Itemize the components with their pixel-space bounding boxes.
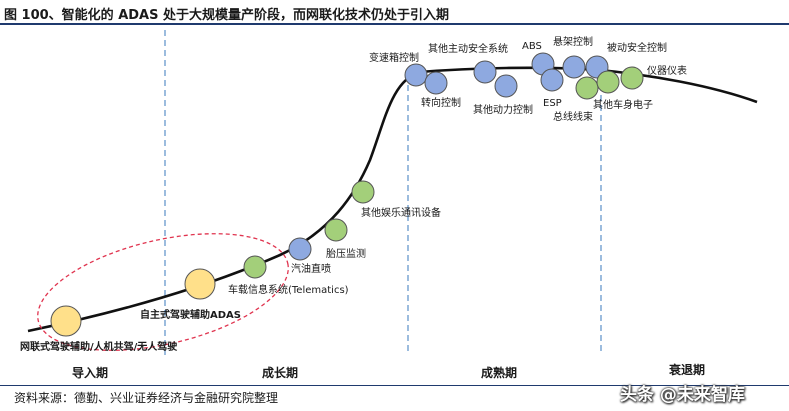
node-label: 汽油直喷: [291, 262, 331, 275]
node-adas: [184, 268, 216, 300]
node-steering: [424, 71, 448, 95]
phase-label-decline: 衰退期: [668, 362, 705, 377]
source-rule: [0, 385, 789, 386]
node-label: 胎压监测: [326, 247, 366, 260]
node-infotainment: [351, 180, 375, 204]
node-label: 变速箱控制: [369, 51, 419, 64]
node-telematics: [243, 255, 267, 279]
node-bus-harness: [575, 76, 599, 100]
node-label: 其他主动安全系统: [428, 42, 508, 55]
node-label: 被动安全控制: [607, 41, 667, 54]
node-label: 转向控制: [421, 96, 461, 109]
node-body-electronics: [596, 70, 620, 94]
figure-title: 图 100、智能化的 ADAS 处于大规模量产阶段，而网联化技术仍处于引入期: [4, 8, 449, 23]
highlight-ellipse: [37, 233, 289, 351]
phase-label-intro: 导入期: [72, 365, 108, 380]
title-rule: [0, 23, 789, 25]
node-suspension: [562, 55, 586, 79]
node-label: 其他车身电子: [593, 98, 653, 111]
node-label: 其他动力控制: [473, 103, 533, 116]
node-networked-driving: [50, 305, 82, 337]
node-powertrain: [494, 74, 518, 98]
source-note: 资料来源：德勤、兴业证券经济与金融研究院整理: [14, 391, 279, 405]
node-label: 网联式驾驶辅助/人机共驾/无人驾驶: [20, 340, 177, 353]
node-esp: [540, 68, 564, 92]
node-label: 仪器仪表: [647, 64, 687, 77]
node-active-safety: [473, 60, 497, 84]
node-instruments: [620, 66, 644, 90]
node-label: 自主式驾驶辅助ADAS: [140, 308, 241, 321]
phase-label-growth: 成长期: [262, 365, 298, 380]
node-gdi: [288, 237, 312, 261]
node-tpms: [324, 218, 348, 242]
node-label: 总线线束: [553, 110, 593, 123]
watermark: 头条 @未来智库: [620, 385, 745, 405]
node-label: 悬架控制: [553, 35, 593, 48]
node-label: ABS: [522, 41, 542, 52]
node-label: 车载信息系统(Telematics): [228, 283, 349, 296]
node-label: 其他娱乐通讯设备: [361, 206, 441, 219]
node-transmission: [404, 63, 428, 87]
node-label: ESP: [543, 98, 562, 109]
phase-label-mature: 成熟期: [481, 365, 517, 380]
